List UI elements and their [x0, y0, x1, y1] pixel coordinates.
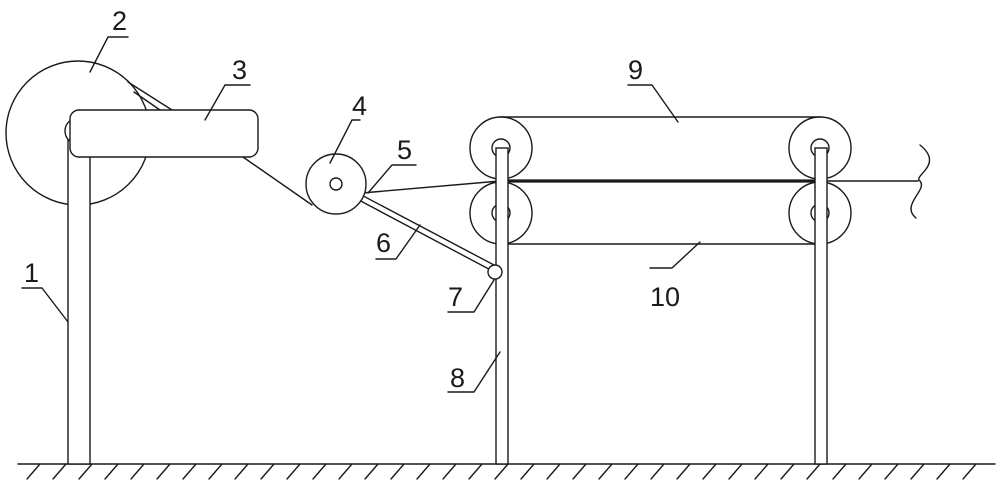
label-8: 8	[450, 363, 465, 393]
leader-4	[329, 119, 361, 164]
ground-hatch	[416, 463, 431, 480]
ground-hatch	[338, 463, 353, 480]
ground-hatch	[806, 463, 821, 480]
ground-hatch	[624, 463, 639, 480]
ground-hatch	[858, 463, 873, 480]
leader-1	[21, 287, 69, 323]
ground-hatch	[962, 463, 977, 480]
ground-hatch	[702, 463, 717, 480]
arm-pivot	[487, 264, 503, 280]
feed-box	[69, 109, 259, 158]
leader-8	[447, 351, 501, 393]
right-support-post	[814, 147, 828, 465]
label-10: 10	[650, 282, 680, 312]
label-9: 9	[628, 55, 643, 85]
ground-hatch	[364, 463, 379, 480]
reel-to-box-tangent-top	[127, 81, 173, 111]
ground-hatch	[676, 463, 691, 480]
ground-hatch	[494, 463, 509, 480]
strip-guide-roller-to-upper-belt	[361, 180, 501, 194]
ground-hatch	[182, 463, 197, 480]
ground-hatch	[520, 463, 535, 480]
ground-hatch	[910, 463, 925, 480]
ground-hatch	[650, 463, 665, 480]
leader-2	[89, 36, 129, 73]
break-mark	[910, 144, 931, 219]
ground-line	[17, 463, 996, 480]
label-5: 5	[397, 135, 412, 165]
ground-hatch	[78, 463, 93, 480]
leader-6	[375, 224, 421, 260]
label-3: 3	[232, 55, 247, 85]
ground-hatch	[208, 463, 223, 480]
leader-3	[204, 84, 251, 121]
ground-hatch	[754, 463, 769, 480]
ground-hatch	[104, 463, 119, 480]
leader-7	[447, 279, 495, 313]
ground-hatch	[390, 463, 405, 480]
ground-hatch	[442, 463, 457, 480]
ground-hatch	[52, 463, 67, 480]
ground-hatch	[598, 463, 613, 480]
reel-to-box-tangent-bottom	[133, 91, 161, 111]
label-7: 7	[448, 282, 463, 312]
label-6: 6	[376, 228, 391, 258]
ground-hatch	[260, 463, 275, 480]
leader-9	[627, 84, 679, 123]
ground-hatch	[780, 463, 795, 480]
ground-hatch	[156, 463, 171, 480]
leader-10	[649, 241, 701, 269]
label-2: 2	[112, 6, 127, 36]
middle-support-post	[495, 147, 509, 465]
ground-hatch	[26, 463, 41, 480]
ground-hatch	[130, 463, 145, 480]
strip-box-to-guide-roller	[242, 156, 313, 206]
ground-hatch	[468, 463, 483, 480]
ground-hatch	[312, 463, 327, 480]
ground-hatch	[728, 463, 743, 480]
ground-hatch	[884, 463, 899, 480]
left-support-post	[67, 123, 91, 465]
ground-hatch	[832, 463, 847, 480]
ground-hatch	[572, 463, 587, 480]
label-4: 4	[352, 91, 367, 121]
label-1: 1	[24, 258, 39, 288]
guide-roller-hub	[329, 177, 343, 191]
leader-lines	[21, 36, 701, 393]
ground-hatch	[546, 463, 561, 480]
ground-hatch	[234, 463, 249, 480]
ground-hatch	[286, 463, 301, 480]
ground-hatch	[936, 463, 951, 480]
leader-5	[367, 164, 417, 194]
